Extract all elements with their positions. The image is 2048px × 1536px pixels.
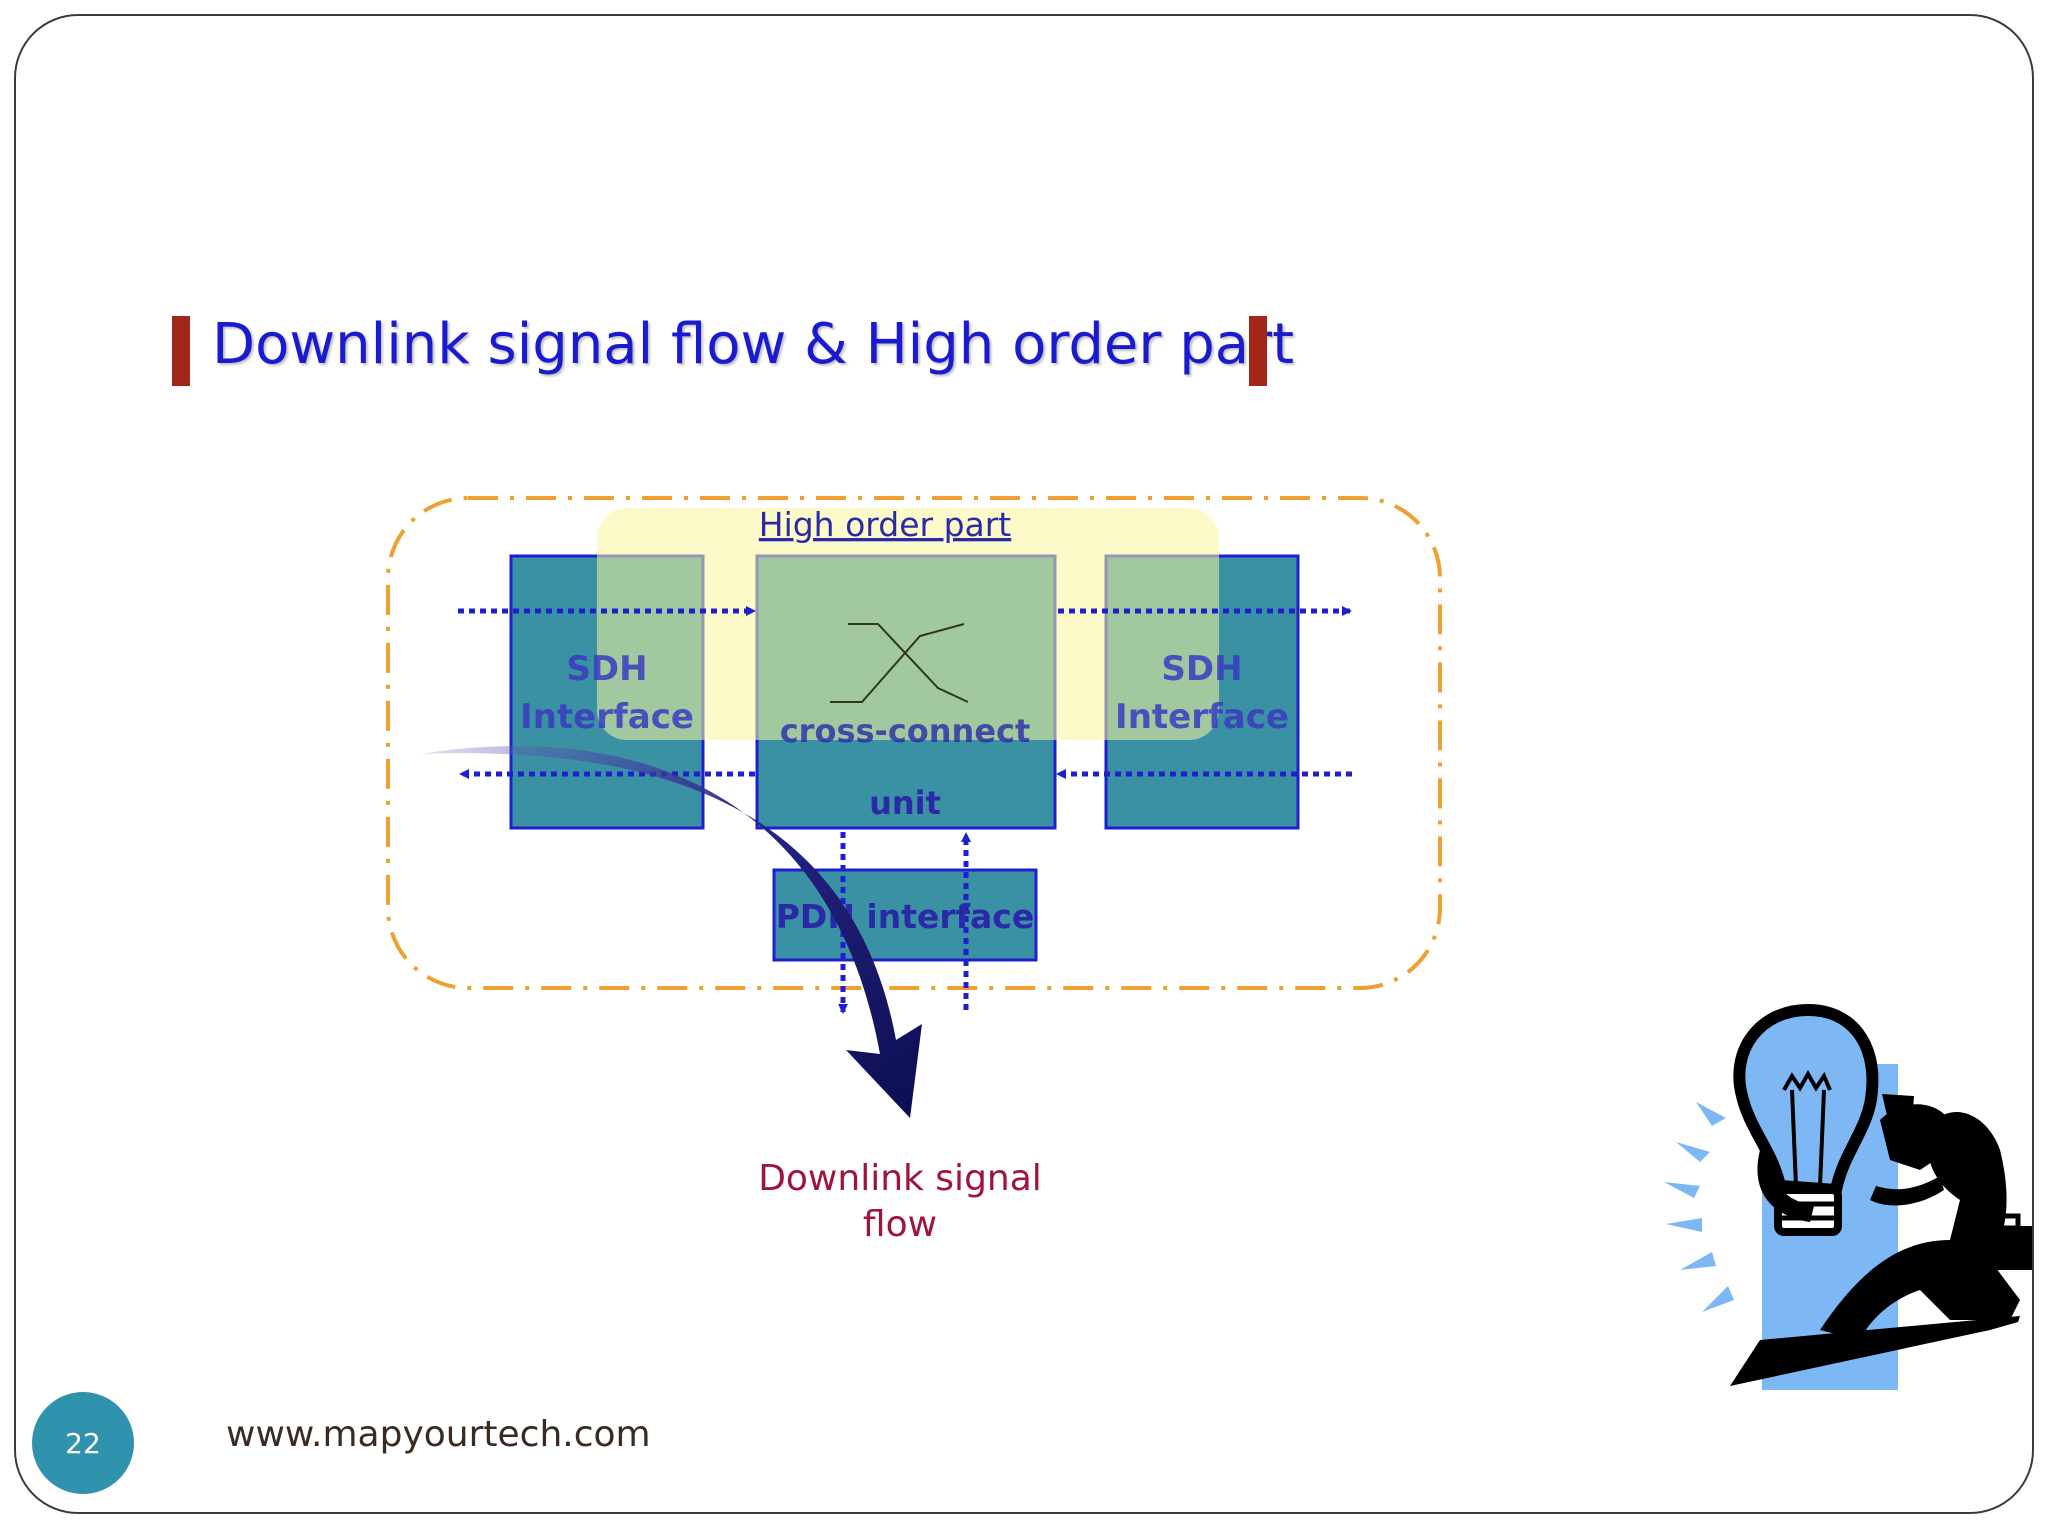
high-order-boundary <box>386 496 1442 990</box>
sdh-left-label-line1: SDH <box>566 649 647 689</box>
sdh-right-label-line2: Interface <box>1115 697 1289 737</box>
businessman-lightbulb-icon <box>1664 1003 2032 1390</box>
sdh-left-label-line2: Interface <box>520 697 694 737</box>
high-order-label: High order part <box>759 505 1012 544</box>
flow-label-line2: flow <box>863 1204 937 1245</box>
cross-connect-symbol <box>830 623 969 703</box>
title-bar-left <box>172 316 190 386</box>
high-order-highlight <box>597 508 1219 740</box>
cross-connect-label-line1: cross-connect <box>780 712 1031 750</box>
slide-title: Downlink signal flow & High order part <box>212 312 1295 377</box>
page-number: 22 <box>65 1427 101 1460</box>
flow-label-line1: Downlink signal <box>758 1158 1042 1199</box>
page-number-badge <box>32 1392 134 1494</box>
title-bar-right <box>1249 316 1267 386</box>
cross-connect-label-line2: unit <box>869 784 941 822</box>
footer-url: www.mapyourtech.com <box>226 1414 651 1455</box>
pdh-interface-label: PDH interface <box>776 897 1035 936</box>
sdh-right-label-line1: SDH <box>1161 649 1242 689</box>
